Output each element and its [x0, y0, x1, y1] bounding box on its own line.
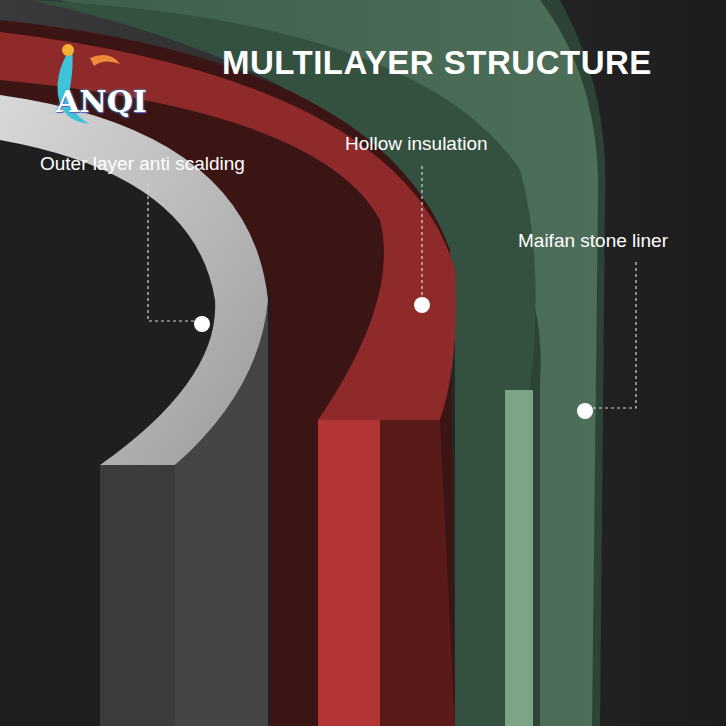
- brand-logo: ANQI: [56, 84, 147, 119]
- part-label: Hollow insulation: [345, 133, 488, 155]
- part-label: Maifan stone liner: [518, 230, 668, 252]
- part-label: Outer layer anti scalding: [40, 153, 245, 175]
- title-heading: MULTILAYER STRUCTURE: [222, 44, 652, 82]
